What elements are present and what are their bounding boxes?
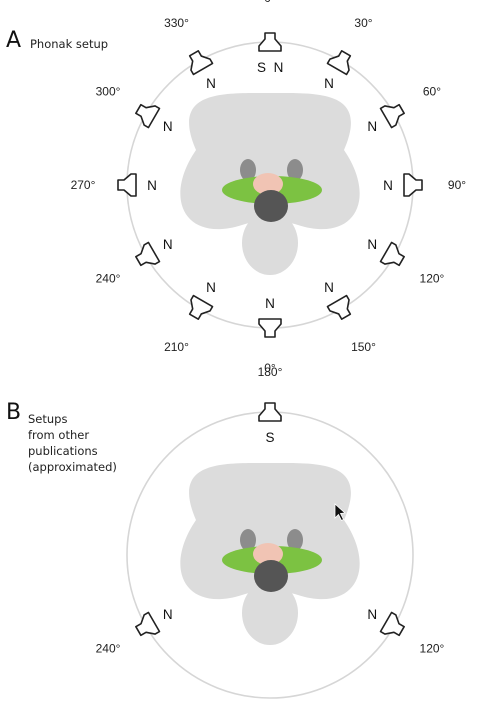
- angle-label: 270°: [71, 178, 96, 192]
- loudspeaker-icon: [135, 241, 161, 267]
- source-label: N: [206, 280, 216, 295]
- panel-b: 0° S 120° N 240° N: [96, 361, 445, 699]
- panel-a-letter: A: [6, 28, 22, 53]
- source-label: N: [265, 296, 275, 311]
- panel-a-title: Phonak setup: [30, 36, 108, 52]
- loudspeaker-icon: [188, 50, 214, 76]
- angle-label: 330°: [164, 16, 189, 30]
- speaker-270: 270° N: [71, 173, 157, 197]
- loudspeaker-icon: [326, 50, 352, 76]
- source-label: S: [257, 60, 266, 75]
- listener-head-icon: [222, 159, 322, 222]
- loudspeaker-icon: [379, 611, 405, 637]
- right-ear: [287, 159, 303, 181]
- panel-b-title-line: publications: [28, 444, 98, 458]
- angle-label: 150°: [351, 340, 376, 354]
- angle-label: 180°: [258, 365, 283, 379]
- angle-label: 30°: [354, 16, 372, 30]
- loudspeaker-icon: [258, 318, 282, 338]
- loudspeaker-icon: [258, 32, 282, 52]
- speaker-60: 60° N: [367, 85, 441, 135]
- speaker-330: 330° N: [164, 16, 216, 91]
- left-ear: [240, 529, 256, 551]
- source-label: N: [163, 119, 173, 134]
- face: [253, 543, 283, 565]
- speaker-120: 120° N: [367, 607, 444, 656]
- source-label: N: [367, 119, 377, 134]
- panel-b-title-line: from other: [28, 428, 90, 442]
- angle-label: 0°: [264, 0, 276, 5]
- panel-a: 0°SN30°N60°N90°N120°N150°N180°N210°N240°…: [71, 0, 467, 379]
- loudspeaker-icon: [188, 294, 214, 320]
- source-label: N: [206, 76, 216, 91]
- polar-pattern-rear: [242, 581, 298, 645]
- panel-b-title-line: (approximated): [28, 460, 117, 474]
- angle-label: 120°: [420, 642, 445, 656]
- loudspeaker-icon: [379, 103, 405, 129]
- speaker-30: 30° N: [324, 16, 373, 91]
- source-label: N: [324, 280, 334, 295]
- face: [253, 173, 283, 195]
- source-label: N: [383, 178, 393, 193]
- source-label: N: [324, 76, 334, 91]
- source-label: N: [163, 607, 173, 622]
- angle-label: 120°: [420, 272, 445, 286]
- source-label: N: [163, 237, 173, 252]
- speaker-150: 150° N: [324, 280, 376, 354]
- loudspeaker-icon: [135, 611, 161, 637]
- speaker-210: 210° N: [164, 280, 216, 354]
- angle-label: 0°: [264, 361, 276, 375]
- angle-label: 90°: [448, 178, 466, 192]
- loudspeaker-icon: [135, 103, 161, 129]
- mouse-pointer-icon: [334, 503, 346, 522]
- panel-a-title-line: Phonak setup: [30, 37, 109, 51]
- source-label: S: [265, 430, 274, 445]
- panel-b-letter: B: [6, 400, 22, 425]
- angle-label: 300°: [96, 85, 121, 99]
- angle-label: 240°: [96, 272, 121, 286]
- source-label: N: [147, 178, 157, 193]
- loudspeaker-icon: [403, 173, 423, 197]
- panel-b-title-line: Setups: [28, 412, 68, 426]
- source-label: N: [367, 607, 377, 622]
- speaker-120: 120° N: [367, 237, 444, 286]
- left-ear: [240, 159, 256, 181]
- loudspeaker-icon: [379, 241, 405, 267]
- hair: [254, 190, 288, 222]
- loudspeaker-icon: [326, 294, 352, 320]
- loudspeaker-icon: [117, 173, 137, 197]
- angle-label: 210°: [164, 340, 189, 354]
- angle-label: 60°: [423, 85, 441, 99]
- loudspeaker-icon: [258, 402, 282, 422]
- angle-label: 240°: [96, 642, 121, 656]
- speaker-300: 300° N: [96, 85, 173, 135]
- right-ear: [287, 529, 303, 551]
- polar-pattern-rear: [242, 211, 298, 275]
- source-label: N: [367, 237, 377, 252]
- panel-b-title: Setups from other publications (approxim…: [28, 411, 117, 475]
- speaker-0: 0° SN: [257, 0, 283, 75]
- speaker-90: 90° N: [383, 173, 466, 197]
- speaker-180: 180° N: [258, 296, 283, 379]
- speaker-240: 240° N: [96, 607, 173, 656]
- listener-head-icon: [222, 529, 322, 592]
- speaker-240: 240° N: [96, 237, 173, 286]
- hair: [254, 560, 288, 592]
- speaker-0: 0° S: [258, 361, 282, 445]
- source-label: N: [274, 60, 284, 75]
